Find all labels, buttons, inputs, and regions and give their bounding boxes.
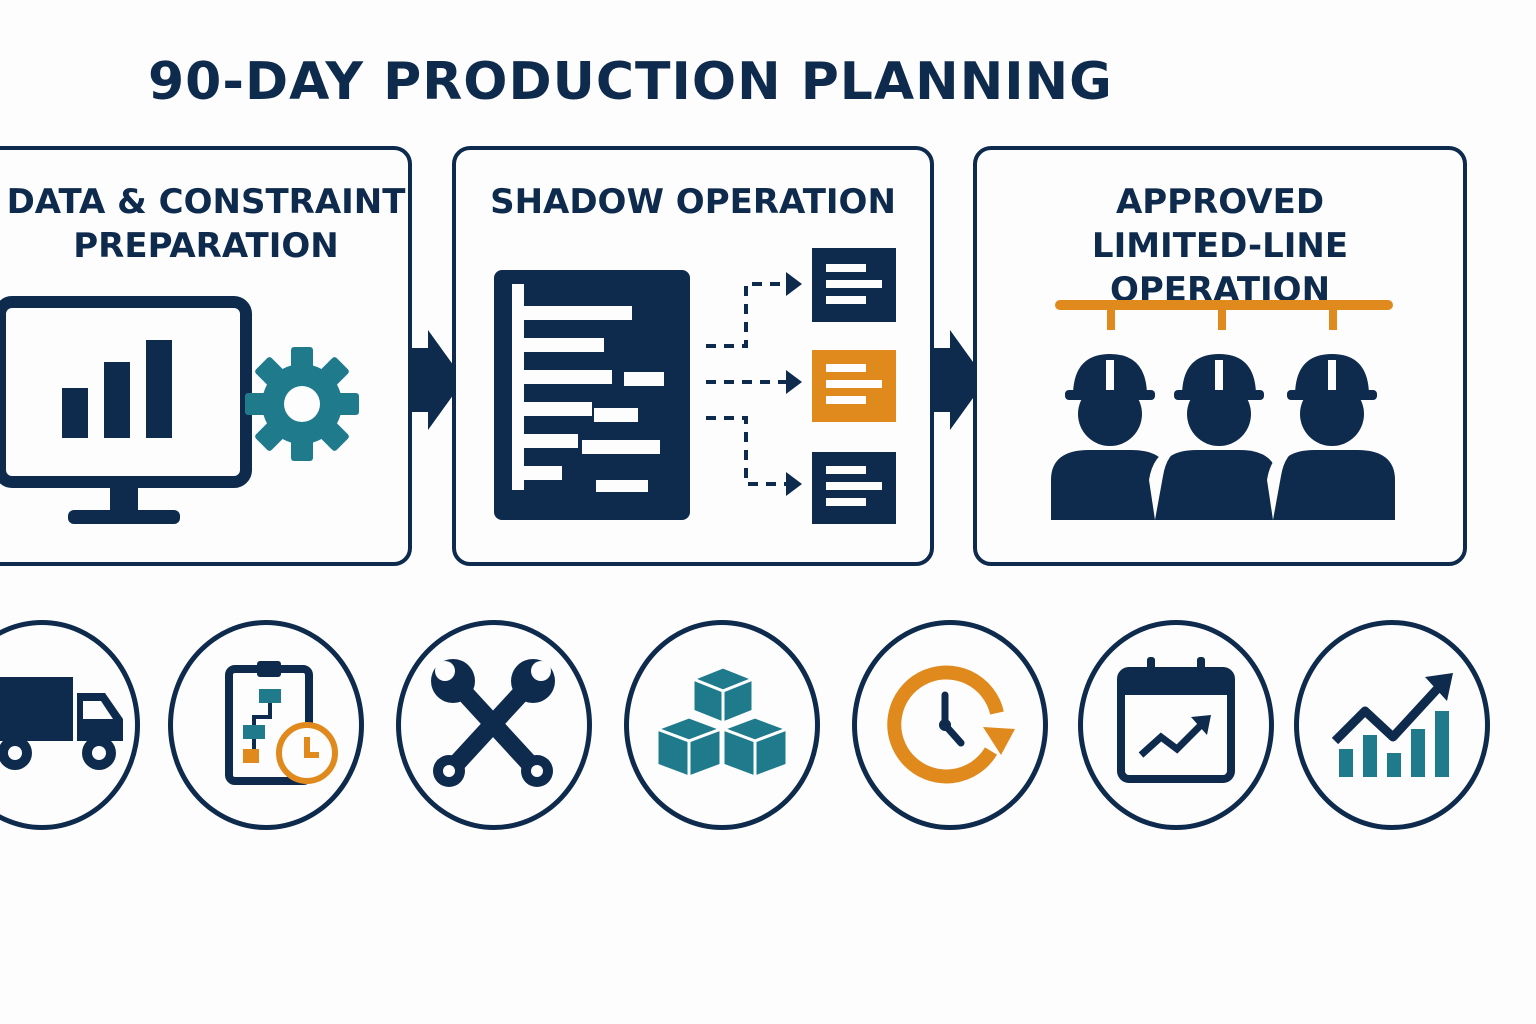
icon-circle (1078, 620, 1274, 830)
icon-circle (1294, 620, 1490, 830)
wrench-screwdriver-icon (431, 659, 555, 787)
icon-circle (624, 620, 820, 830)
clipboard-flowchart-clock-icon (225, 661, 338, 785)
stage-title: DATA & CONSTRAINT PREPARATION (6, 182, 406, 266)
page-title: 90-DAY PRODUCTION PLANNING (148, 52, 1113, 112)
arrow-icon (410, 330, 464, 430)
stacked-cubes-icon (652, 665, 792, 780)
stage-title: SHADOW OPERATION (490, 182, 896, 222)
monitor-chart-gear-icon (0, 296, 359, 524)
truck-icon (0, 677, 123, 770)
icon-circle (852, 620, 1048, 830)
bar-chart-trend-icon (1331, 673, 1453, 777)
calendar-trend-icon (1117, 657, 1235, 783)
clock-refresh-icon (887, 665, 1015, 784)
stage-data-preparation: DATA & CONSTRAINT PREPARATION (0, 146, 412, 566)
icon-circle (396, 620, 592, 830)
icon-circle (0, 620, 140, 830)
stage-limited-line-operation: APPROVED LIMITED-LINE OPERATION (973, 146, 1467, 566)
workers-line-icon (1051, 300, 1395, 520)
document-branch-icon (494, 248, 896, 524)
stage-shadow-operation: SHADOW OPERATION (452, 146, 934, 566)
icon-circle (168, 620, 364, 830)
arrow-icon (932, 330, 986, 430)
